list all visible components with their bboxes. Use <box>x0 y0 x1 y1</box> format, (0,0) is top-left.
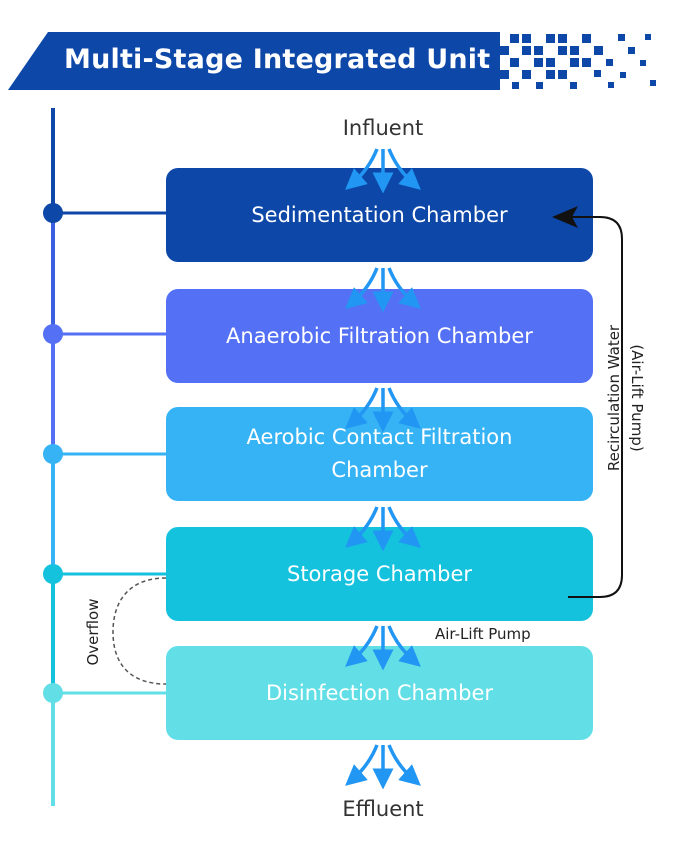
node-disinfection <box>43 683 63 703</box>
flow-arrows-icon <box>345 625 421 670</box>
flow-arrows-icon <box>345 148 421 193</box>
node-storage <box>43 564 63 584</box>
stage-label: Aerobic Contact Filtration Chamber <box>246 425 513 482</box>
flow-arrows-icon <box>345 267 421 312</box>
header-banner <box>8 32 500 90</box>
page-title: Multi-Stage Integrated Unit <box>64 44 491 75</box>
airlift-pump-label: Air-Lift Pump <box>435 625 531 643</box>
recirculation-line <box>552 206 623 598</box>
pixel-pattern-decoration <box>500 34 656 89</box>
node-sedimentation <box>43 203 63 223</box>
flow-arrows-icon <box>345 387 421 432</box>
recirculation-sub-label: (Air-Lift Pump) <box>628 344 646 452</box>
flow-arrows-icon <box>345 506 421 551</box>
stage-label: Anaerobic Filtration Chamber <box>226 323 533 348</box>
node-aerobic <box>43 444 63 464</box>
stage-label: Disinfection Chamber <box>265 680 494 705</box>
overflow-label: Overflow <box>84 598 102 666</box>
node-anaerobic <box>43 324 63 344</box>
stage-label: Sedimentation Chamber <box>251 202 508 227</box>
stage-label: Storage Chamber <box>286 561 473 586</box>
flow-arrows-icon <box>345 744 421 789</box>
recirculation-label: Recirculation Water <box>605 324 623 472</box>
left-connector-lines <box>43 108 167 806</box>
effluent-label: Effluent <box>342 797 424 821</box>
influent-label: Influent <box>342 116 424 140</box>
